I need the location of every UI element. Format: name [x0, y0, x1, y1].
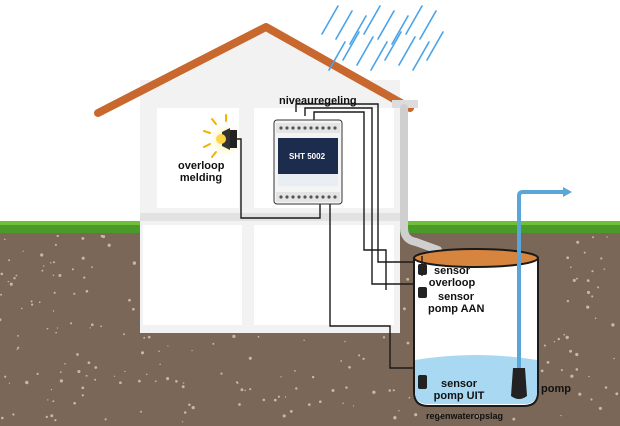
- roof: [94, 23, 414, 117]
- alarm-lamp-icon: [203, 114, 242, 158]
- label-sensor-pump-off-line2: pomp UIT: [433, 390, 485, 402]
- rain-icon: [321, 5, 444, 71]
- label-level-control: niveauregeling: [279, 95, 357, 107]
- label-sensor-pump-off: sensor pomp UIT: [432, 378, 486, 402]
- soil-speckles: [0, 234, 619, 423]
- label-sensor-overflow-line1: sensor: [433, 265, 471, 277]
- pump-pipe: [517, 190, 565, 370]
- controller-model: SHT 5002: [289, 152, 326, 161]
- label-sensor-overflow: sensor overloop: [427, 265, 477, 289]
- label-pump: pomp: [541, 383, 571, 395]
- sensor-overflow-float: [418, 264, 427, 275]
- label-sensor-pump-on-line2: pomp AAN: [428, 303, 485, 315]
- pump: [511, 368, 527, 399]
- window-pane: [254, 225, 394, 325]
- label-sensor-pump-off-line1: sensor: [440, 378, 478, 390]
- wires: [237, 103, 426, 369]
- floor-divider: [140, 213, 400, 221]
- label-sensor-pump-on: sensor pomp AAN: [428, 291, 484, 315]
- house-gable: [140, 30, 400, 98]
- label-sensor-overflow-line2: overloop: [428, 277, 476, 289]
- house: [94, 23, 442, 333]
- tank-lid: [413, 248, 539, 268]
- sensor-on-float: [418, 287, 427, 298]
- label-sensor-pump-on-line1: sensor: [437, 291, 475, 303]
- label-overflow-alarm-line2: melding: [179, 172, 223, 184]
- sensor-off-float: [418, 375, 427, 389]
- gutter: [392, 100, 418, 108]
- downpipe: [400, 104, 442, 254]
- rainwater-tank: [413, 187, 572, 407]
- water: [415, 355, 537, 404]
- label-overflow-alarm: overloop melding: [178, 160, 224, 184]
- level-controller: [273, 119, 343, 205]
- label-overflow-alarm-line1: overloop: [178, 160, 225, 172]
- label-rainwater-storage: regenwateropslag: [426, 411, 504, 421]
- arrow-right-icon: [563, 187, 572, 197]
- window-pane: [157, 108, 239, 208]
- window-pane: [143, 225, 242, 325]
